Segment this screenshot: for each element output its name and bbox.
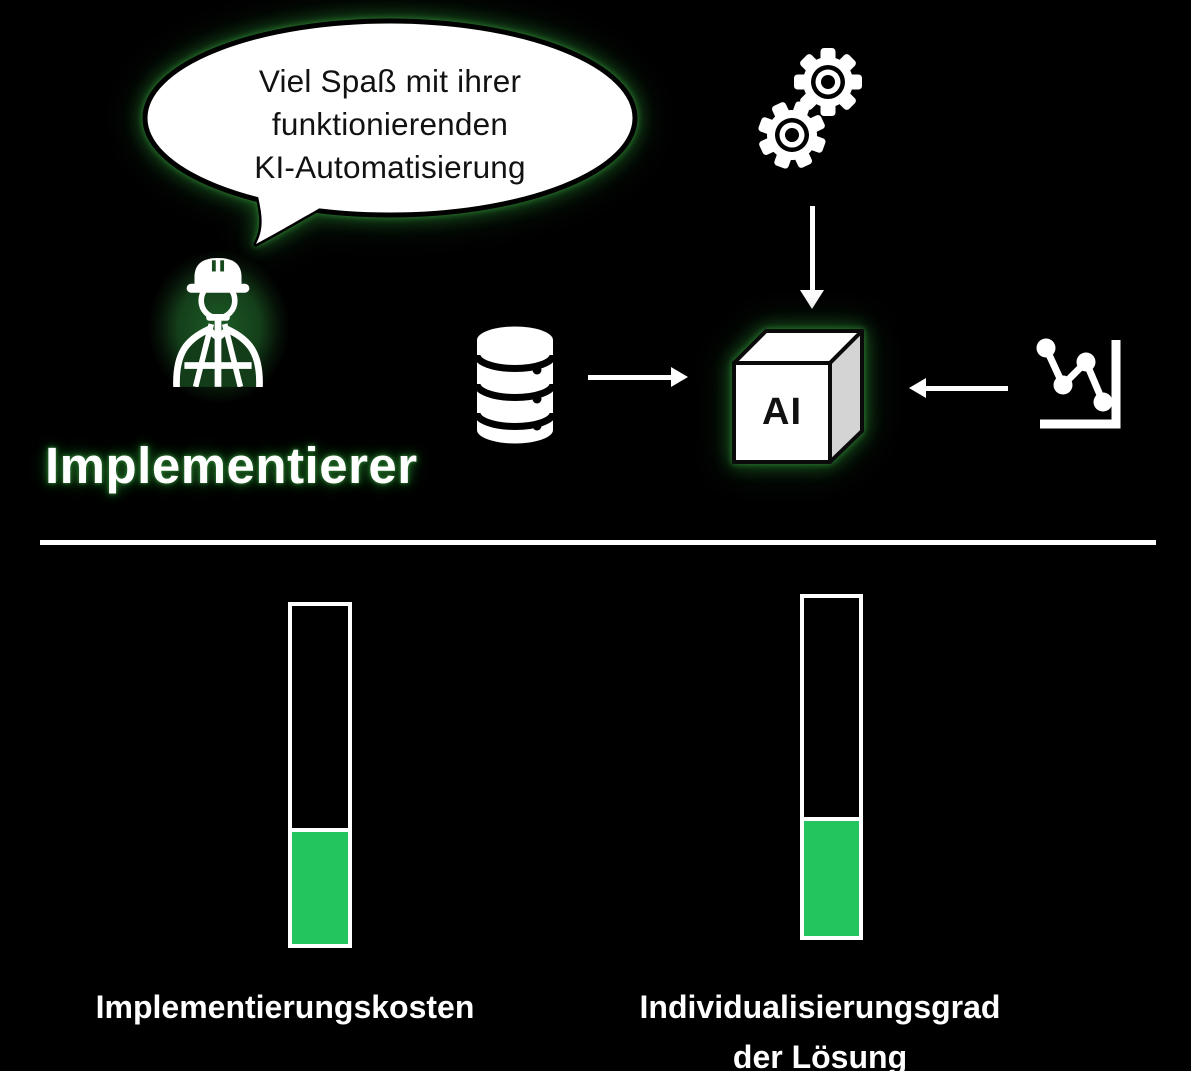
- gauge-fill: [804, 821, 859, 936]
- gauge-separator: [804, 817, 859, 822]
- ai-cube-label: AI: [762, 391, 802, 433]
- database-icon: [473, 326, 557, 444]
- line-chart-icon: [1036, 338, 1121, 429]
- speech-bubble-text: Viel Spaß mit ihrer funktionierenden KI-…: [138, 60, 642, 189]
- implementer-label: Implementierer: [45, 437, 418, 494]
- speech-line-2: funktionierenden: [271, 106, 509, 142]
- gauge-label-customization-degree: Individualisierungsgrad der Lösung: [639, 989, 1001, 1071]
- gauge-separator: [292, 828, 348, 833]
- section-divider: [40, 540, 1156, 545]
- ai-cube: [732, 329, 864, 464]
- speech-bubble: [142, 18, 638, 247]
- gauge-fill: [292, 832, 348, 944]
- speech-line-3: KI-Automatisierung: [254, 149, 526, 185]
- speech-line-1: Viel Spaß mit ihrer: [258, 63, 522, 99]
- gauge-implementation-cost: [288, 602, 352, 948]
- gauge-label-implementation-cost: Implementierungskosten: [95, 989, 475, 1025]
- gauge-customization-degree: [800, 594, 863, 940]
- construction-worker-icon: [173, 258, 263, 387]
- gears-icon: [758, 48, 862, 169]
